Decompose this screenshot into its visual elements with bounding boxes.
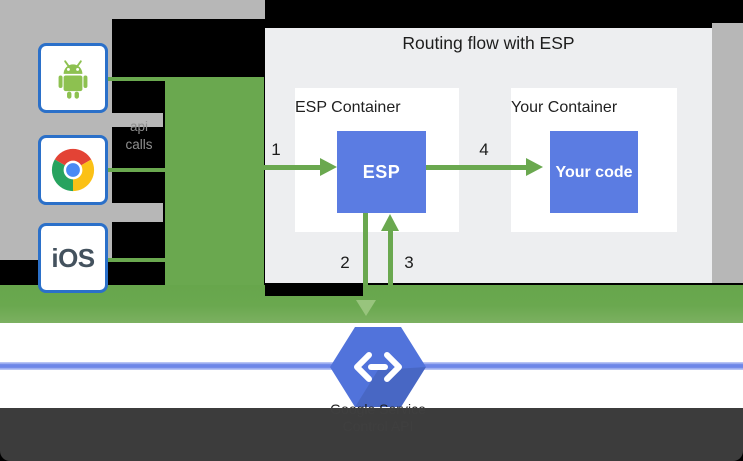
arrow-3-head	[381, 214, 399, 231]
clients-gray-band-gap1	[0, 113, 163, 127]
step-2-label: 2	[340, 253, 350, 272]
step-1-label: 1	[271, 140, 281, 159]
arrow-3-line	[388, 231, 393, 285]
right-gray-band	[712, 23, 743, 283]
arrow-2-line	[363, 213, 368, 285]
client-box-android	[38, 43, 108, 113]
step-3-label: 3	[404, 253, 414, 272]
step-4-label: 4	[479, 140, 489, 159]
arrow-1-line	[264, 165, 321, 170]
panel-title: Routing flow with ESP	[402, 33, 575, 53]
api-calls-label: api calls	[125, 119, 153, 152]
your-code-box: Your code	[550, 131, 638, 213]
client-box-chrome	[38, 135, 108, 205]
your-container-title: Your Container	[511, 99, 618, 116]
esp-box: ESP	[337, 131, 426, 213]
your-code-label: Your code	[555, 163, 633, 181]
page-footer	[0, 408, 743, 461]
clients-gray-band-gap2	[0, 203, 163, 222]
service-control-hexagon-icon	[330, 327, 426, 407]
arrow-1-head	[320, 158, 337, 176]
arrow-2-down-head	[356, 300, 376, 316]
client-box-ios: iOS	[38, 223, 108, 293]
green-api-bar	[165, 77, 264, 285]
android-connector-line	[108, 77, 165, 81]
chrome-icon	[51, 148, 95, 192]
arrow-4-head	[526, 158, 543, 176]
ios-client-label: iOS	[51, 242, 95, 273]
arrow-4-line	[426, 165, 527, 170]
chrome-connector-line	[108, 168, 165, 172]
android-icon	[58, 60, 88, 99]
panel-bottom-notch	[265, 283, 363, 296]
esp-container-title: ESP Container	[295, 99, 401, 116]
esp-box-label: ESP	[362, 161, 401, 182]
ios-connector-line	[108, 258, 165, 262]
